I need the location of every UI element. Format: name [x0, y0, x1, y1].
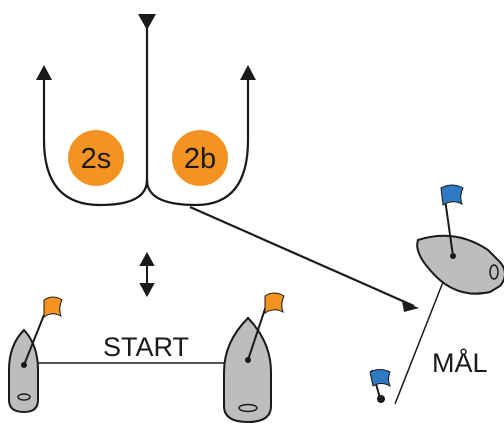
start-boat-right — [223, 292, 285, 424]
arrowheads — [36, 14, 419, 312]
course-path — [42, 28, 415, 308]
start-label: START — [103, 332, 189, 362]
boat-icon — [223, 316, 272, 424]
arrow-up-icon — [36, 65, 52, 80]
mark-label: 2s — [81, 143, 112, 175]
mast-dot — [21, 362, 27, 368]
finish-label: MÅL — [432, 347, 488, 378]
flag-icon — [369, 369, 392, 388]
mark-2s: 2s — [68, 130, 124, 186]
mark-2b: 2b — [172, 130, 228, 186]
arrow-head-icon — [402, 301, 419, 312]
direction-arrow-icon — [139, 251, 155, 298]
cockpit-icon — [238, 403, 258, 413]
mast-dot — [450, 253, 456, 259]
cockpit-icon — [489, 264, 499, 280]
rounding-path-2s — [42, 78, 149, 207]
start-boat-left — [8, 296, 63, 414]
finish-buoy — [369, 369, 392, 403]
mast-dot — [245, 357, 251, 363]
mark-circle — [172, 130, 228, 186]
finish-boat — [416, 184, 504, 295]
buoy-icon — [377, 395, 385, 403]
arrow-up-icon — [240, 65, 256, 80]
arrow-down-icon — [138, 14, 156, 30]
flag-icon — [440, 184, 464, 206]
finish-leg-line — [189, 205, 415, 308]
finish-line — [394, 281, 444, 405]
cockpit-icon — [17, 393, 31, 401]
rounding-path-2b — [145, 78, 250, 207]
boat-icon — [416, 234, 504, 295]
mark-label: 2b — [184, 143, 216, 175]
flag-icon — [43, 296, 63, 318]
flag-icon — [264, 292, 285, 314]
mark-circle — [68, 130, 124, 186]
